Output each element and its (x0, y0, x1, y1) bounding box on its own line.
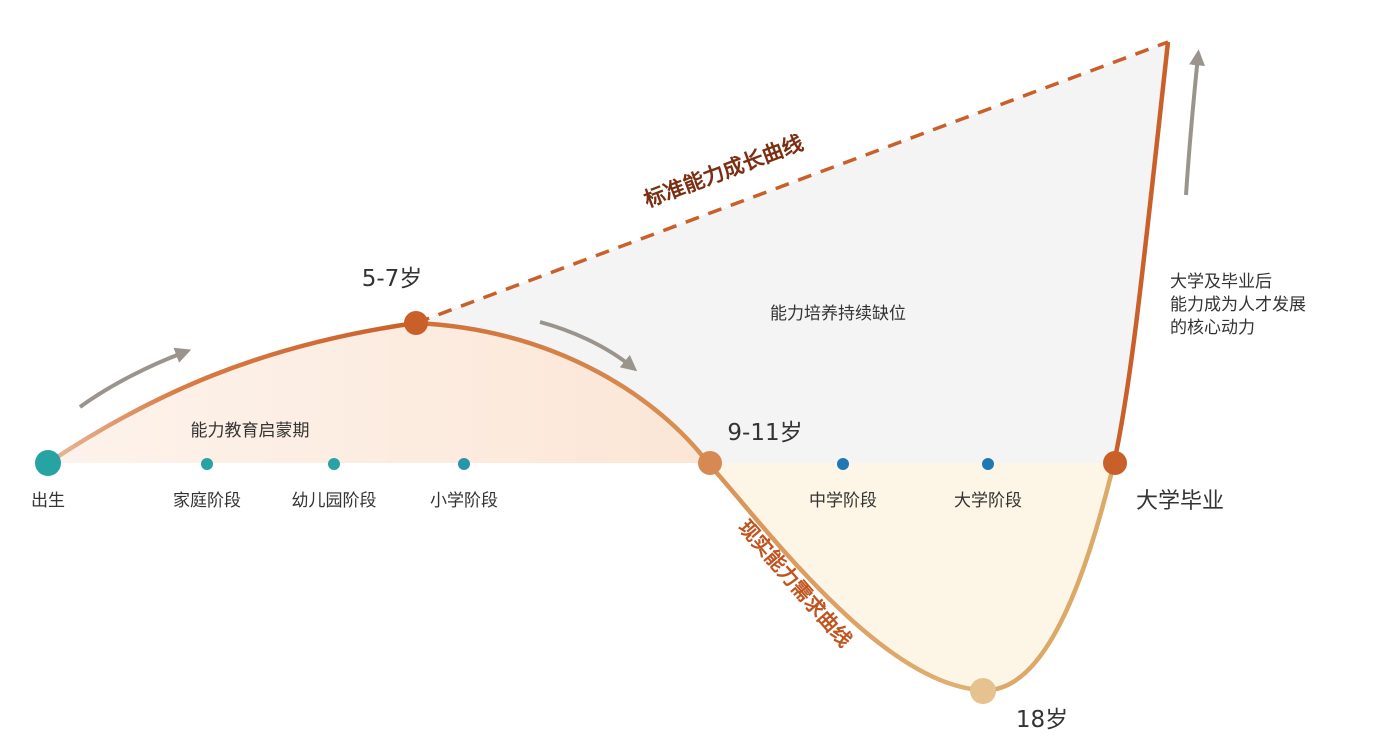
gap-region (416, 42, 1168, 463)
trend-arrow-up (1184, 49, 1206, 196)
timeline-end-label: 大学毕业 (1136, 489, 1224, 514)
after-college-line-1: 大学及毕业后 (1170, 272, 1272, 292)
reality-curve-rise (46, 320, 417, 465)
stage-label-primary: 小学阶段 (430, 491, 498, 511)
trend-arrow-fall (539, 320, 638, 372)
age-18-label: 18岁 (1016, 707, 1068, 733)
stage-label-family: 家庭阶段 (173, 491, 241, 511)
stage-label-middle: 中学阶段 (809, 491, 877, 511)
enlightenment-label: 能力教育启蒙期 (191, 421, 310, 441)
age-5-7-label: 5-7岁 (362, 266, 423, 292)
after-college-line-3: 的核心动力 (1170, 318, 1255, 338)
stage-dot-middle (837, 458, 849, 470)
timeline-start-label: 出生 (31, 491, 65, 511)
node-age-5-7 (404, 311, 428, 335)
stage-label-college: 大学阶段 (954, 491, 1022, 511)
age-9-11-label: 9-11岁 (727, 420, 802, 446)
reality-curve-dip (981, 462, 1117, 693)
trend-arrow-rise (78, 347, 192, 409)
node-birth (35, 450, 61, 476)
reality-curve-surge (1111, 41, 1171, 464)
standard-growth-line (415, 40, 1169, 325)
enlightenment-region (48, 323, 708, 463)
node-age-18 (970, 678, 996, 704)
dip-region (708, 463, 1114, 691)
node-graduation (1103, 451, 1127, 475)
gap-label: 能力培养持续缺位 (770, 304, 906, 324)
node-age-9-11 (698, 451, 722, 475)
stage-dot-primary (458, 458, 470, 470)
stage-dot-college (982, 458, 994, 470)
stage-dot-kindergarten (328, 458, 340, 470)
after-college-line-2: 能力成为人才发展 (1170, 295, 1306, 315)
stage-label-kindergarten: 幼儿园阶段 (292, 491, 377, 511)
stage-dot-family (201, 458, 213, 470)
